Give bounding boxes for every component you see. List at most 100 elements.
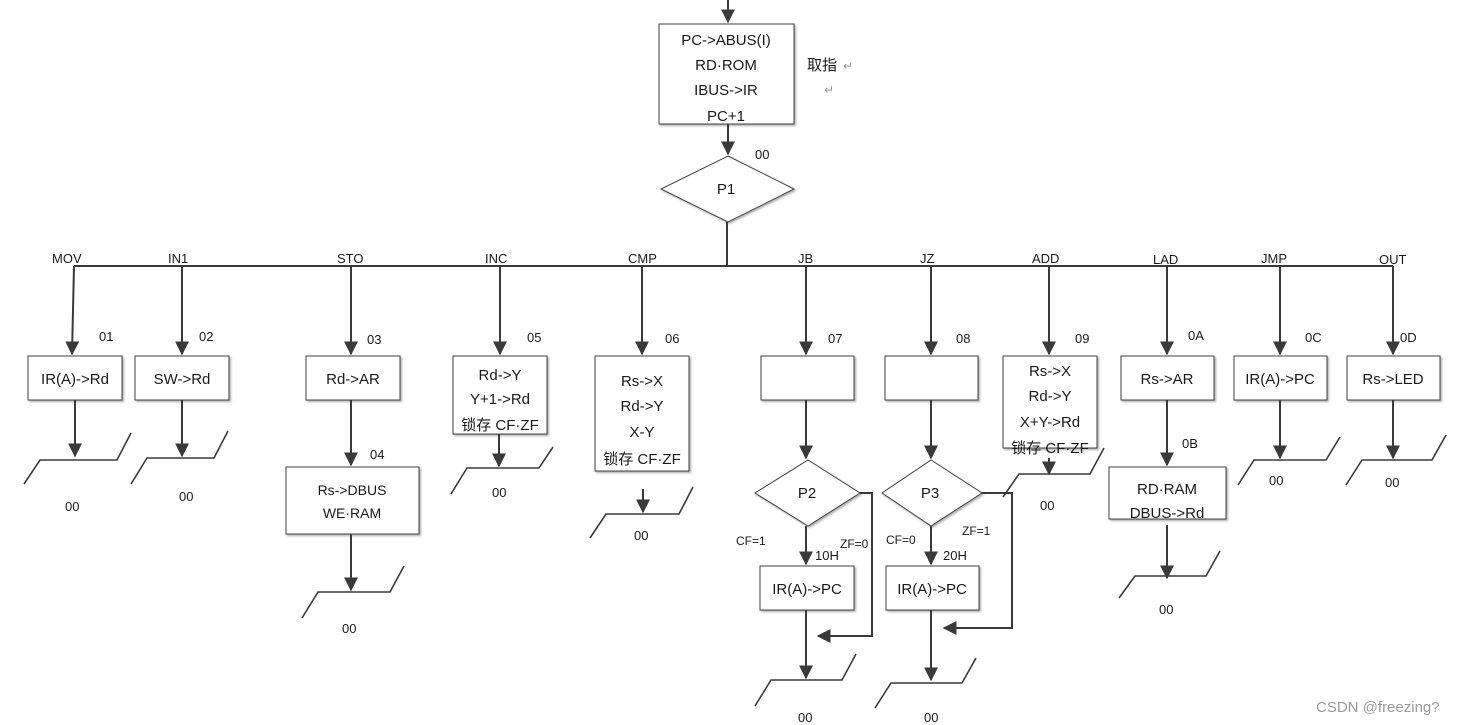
- address-add: 09: [1075, 331, 1089, 346]
- end-symbol-sto: [301, 565, 405, 619]
- box-out: Rs->LED: [1346, 355, 1441, 401]
- end-symbol-mov: [23, 432, 132, 485]
- box-lad-2-line-1: RD·RAM: [1137, 481, 1197, 498]
- address-mov: 01: [99, 329, 113, 344]
- box-add-line-1: Rs->X: [1029, 363, 1071, 380]
- end-symbol-jmp: [1237, 436, 1341, 486]
- box-jb-2-line-1: IR(A)->PC: [772, 581, 842, 598]
- box-inc: Rd->Y Y+1->Rd 锁存 CF·ZF: [452, 355, 548, 435]
- fetch-line-4: PC+1: [707, 108, 745, 125]
- box-lad-2-line-2: DBUS->Rd: [1130, 505, 1205, 522]
- decision-p3-label: P3: [921, 485, 939, 502]
- box-add: Rs->X Rd->Y X+Y->Rd 锁存 CF·ZF: [1002, 355, 1098, 457]
- return-mark: ↵: [824, 83, 834, 97]
- fetch-side-label: 取指: [807, 57, 837, 74]
- decision-p1-label: P1: [717, 181, 735, 198]
- jb-skip-condition: ZF=0: [840, 537, 869, 551]
- box-sto-line-1: Rd->AR: [326, 371, 380, 388]
- decision-p2: P2: [754, 459, 861, 527]
- branch-label-lad: LAD: [1153, 252, 1178, 267]
- branch-label-inc: INC: [485, 251, 507, 266]
- end-out: 00: [1385, 475, 1399, 490]
- address-in1: 02: [199, 329, 213, 344]
- address-out: 0D: [1400, 330, 1417, 345]
- box-jz-2-line-1: IR(A)->PC: [897, 581, 967, 598]
- box-sto: Rd->AR: [305, 355, 401, 401]
- branch-label-jb: JB: [798, 251, 813, 266]
- box-add-line-3: X+Y->Rd: [1020, 414, 1080, 431]
- fetch-address: 00: [755, 147, 769, 162]
- box-cmp: Rs->X Rd->Y X-Y 锁存 CF·ZF: [594, 355, 690, 472]
- address-jmp: 0C: [1305, 330, 1322, 345]
- jb-take-condition: CF=1: [736, 534, 766, 548]
- fetch-line-2: RD·ROM: [695, 57, 757, 74]
- branch-label-jz: JZ: [920, 251, 935, 266]
- address2-lad: 0B: [1182, 436, 1198, 451]
- box-cmp-line-4: 锁存 CF·ZF: [603, 451, 680, 468]
- address2-sto: 04: [370, 447, 384, 462]
- end-symbol-in1: [130, 430, 229, 485]
- address-sto: 03: [367, 332, 381, 347]
- box-lad-line-1: Rs->AR: [1141, 371, 1194, 388]
- box-jb: [760, 355, 855, 401]
- branch-label-jmp: JMP: [1261, 251, 1287, 266]
- box-inc-line-3: 锁存 CF·ZF: [461, 417, 538, 434]
- address2-jb: 10H: [815, 548, 839, 563]
- box-sto-2: Rs->DBUS WE·RAM: [285, 466, 420, 535]
- end-in1: 00: [179, 489, 193, 504]
- box-mov-line-1: IR(A)->Rd: [41, 371, 109, 388]
- box-jmp: IR(A)->PC: [1233, 355, 1328, 401]
- branch-label-add: ADD: [1032, 251, 1059, 266]
- drop-arrow-mov: [65, 265, 80, 356]
- fetch-line-1: PC->ABUS(I): [681, 32, 771, 49]
- jz-skip-condition: ZF=1: [962, 524, 991, 538]
- end-mov: 00: [65, 499, 79, 514]
- branch-label-sto: STO: [337, 251, 364, 266]
- end-jmp: 00: [1269, 473, 1283, 488]
- address-jb: 07: [828, 331, 842, 346]
- branch-label-cmp: CMP: [628, 251, 657, 266]
- box-cmp-line-2: Rd->Y: [621, 398, 664, 415]
- end-cmp: 00: [634, 528, 648, 543]
- return-mark: ↵: [843, 59, 853, 73]
- address-lad: 0A: [1188, 328, 1204, 343]
- box-cmp-line-1: Rs->X: [621, 373, 663, 390]
- box-lad: Rs->AR: [1120, 355, 1215, 401]
- end-jz: 00: [924, 710, 938, 725]
- end-symbol-cmp: [589, 486, 694, 539]
- end-symbol-jb: [754, 653, 857, 707]
- end-symbol-add: [1002, 447, 1105, 498]
- branch-label-in1: IN1: [168, 251, 188, 266]
- address-jz: 08: [956, 331, 970, 346]
- box-add-line-2: Rd->Y: [1029, 388, 1072, 405]
- box-add-line-4: 锁存 CF·ZF: [1011, 440, 1088, 457]
- box-mov: IR(A)->Rd: [27, 355, 123, 401]
- box-jz-2: IR(A)->PC: [885, 565, 980, 611]
- end-lad: 00: [1159, 602, 1173, 617]
- address-cmp: 06: [665, 331, 679, 346]
- p2-skip-path: [816, 492, 873, 643]
- fetch-line-3: IBUS->IR: [694, 82, 758, 99]
- branch-label-out: OUT: [1379, 252, 1407, 267]
- end-symbol-inc: [450, 446, 554, 495]
- box-lad-2: RD·RAM DBUS->Rd: [1108, 466, 1227, 522]
- p3-skip-path: [942, 492, 1013, 635]
- address-inc: 05: [527, 330, 541, 345]
- box-jz: [884, 355, 979, 401]
- jz-take-condition: CF=0: [886, 533, 916, 547]
- end-sto: 00: [342, 621, 356, 636]
- end-jb: 00: [798, 710, 812, 725]
- box-in1: SW->Rd: [134, 355, 230, 401]
- end-inc: 00: [492, 485, 506, 500]
- box-in1-line-1: SW->Rd: [154, 371, 211, 388]
- box-out-line-1: Rs->LED: [1362, 371, 1423, 388]
- box-sto-2-line-1: Rs->DBUS: [318, 482, 387, 498]
- box-sto-2-line-2: WE·RAM: [323, 505, 381, 521]
- watermark: CSDN @freezing?: [1316, 699, 1440, 716]
- box-jmp-line-1: IR(A)->PC: [1245, 371, 1315, 388]
- end-symbol-out: [1345, 434, 1447, 486]
- end-symbol-jz: [874, 657, 977, 709]
- box-inc-line-2: Y+1->Rd: [470, 391, 530, 408]
- address2-jz: 20H: [943, 548, 967, 563]
